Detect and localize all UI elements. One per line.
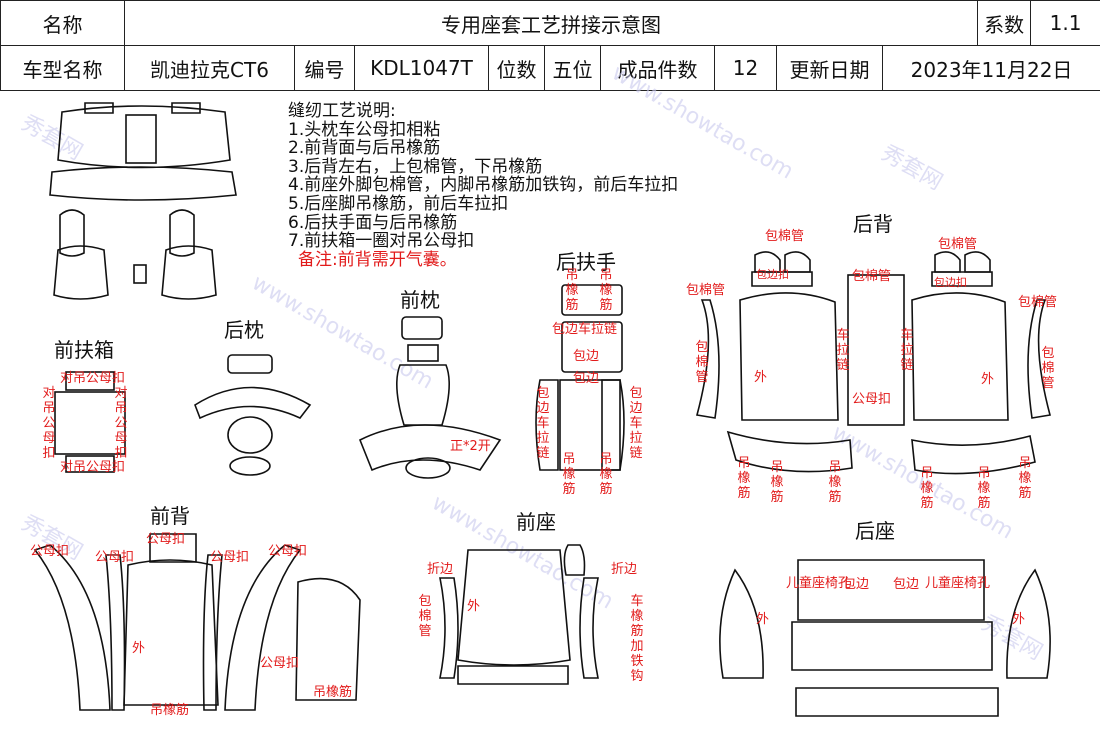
anno-bao-bian: 包边 [843,577,870,592]
doc-title: 专用座套工艺拼接示意图 [123,0,979,46]
anno-gong-mu-kou: 公母扣 [260,656,300,671]
anno-diao-xiang-jin: 吊橡筋 [770,460,784,505]
anno-bao-mian-guan: 包棉管 [765,229,805,244]
anno-dui-diao-left: 对吊公母扣 [42,386,56,461]
note-item: 4.前座外脚包棉管，内脚吊橡筋加铁钩，前后车拉扣 [288,175,679,196]
name-label: 名称 [0,0,125,46]
anno-gong-mu-kou: 公母扣 [852,392,892,407]
anno-diao-xiang-jin: 吊橡筋 [737,456,751,501]
anno-diao-xiang-jin: 吊橡筋 [920,466,934,511]
anno-dui-diao-bottom: 对吊公母扣 [60,460,126,475]
anno-bao-bian: 包边 [573,349,600,364]
anno-bao-bian-che-la-lian: 包边车拉链 [552,322,618,337]
seats-label: 位数 [488,45,545,91]
anno-dui-diao-right: 对吊公母扣 [114,386,128,461]
anno-wai: 外 [467,599,481,614]
title-rear-headrest: 后枕 [224,318,264,342]
anno-zheng2kai: 正*2开 [450,439,491,454]
anno-bao-bian-che-la-lian: 包边车拉链 [629,386,643,461]
anno-bao-mian-guan: 包棉管 [686,283,726,298]
anno-zhe-bian: 折边 [611,562,638,577]
note-item: 5.后座脚吊橡筋，前后车拉扣 [288,193,509,214]
anno-gong-mu-kou: 公母扣 [268,544,308,559]
front-armbox-drawing [54,371,126,473]
anno-diao-xiang-jin: 吊橡筋 [599,268,613,313]
sewing-notes: 缝纫工艺说明: 1.头枕车公母扣相粘 2.前背面与后吊橡筋 3.后背左右，上包棉… [288,102,678,269]
pieces-label: 成品件数 [600,45,715,91]
anno-bao-bian-che-la-lian: 包边车拉链 [536,386,550,461]
anno-diao-xiang-jin: 吊橡筋 [977,466,991,511]
anno-gong-mu-kou: 公母扣 [95,550,135,565]
rear-back-drawing [696,251,1051,475]
header-table: 名称 专用座套工艺拼接示意图 系数 1.1 车型名称 凯迪拉克CT6 编号 KD… [0,0,1100,91]
anno-er-tong-zuo-yi-kong: 儿童座椅孔 [925,576,991,591]
anno-bao-mian-guan: 包棉管 [938,237,978,252]
anno-bao-bian-kou: 包边扣 [756,268,789,281]
anno-diao-xiang-jin: 吊橡筋 [313,685,353,700]
rear-armrest-drawing [535,284,625,471]
anno-bao-bian: 包边 [893,577,920,592]
coef-label: 系数 [977,0,1032,46]
notes-remark: 备注:前背需开气囊。 [298,249,457,270]
note-item: 6.后扶手面与后吊橡筋 [288,212,458,233]
title-front-back: 前背 [150,504,190,528]
rear-seat-drawing [719,559,1051,717]
anno-diao-xiang-jin: 吊橡筋 [1018,456,1032,501]
anno-gong-mu-kou: 公母扣 [30,544,70,559]
front-seat-drawing [439,544,599,685]
anno-bao-mian-guan: 包棉管 [852,269,892,284]
rear-headrest-drawing [194,354,312,476]
anno-bao-mian-guan: 包棉管 [1041,346,1055,391]
note-item: 2.前背面与后吊橡筋 [288,138,441,159]
anno-gong-mu-kou: 公母扣 [146,532,186,547]
title-front-armbox: 前扶箱 [54,338,114,362]
front-headrest-drawing [358,316,502,479]
note-item: 7.前扶箱一圈对吊公母扣 [288,231,475,252]
front-back-drawing [33,533,361,711]
title-rear-armrest: 后扶手 [556,250,616,274]
anno-zhe-bian: 折边 [427,562,454,577]
anno-gong-mu-kou: 公母扣 [210,550,250,565]
anno-bao-mian-guan: 包棉管 [1018,295,1058,310]
title-front-seat: 前座 [516,510,556,534]
anno-diao-xiang-jin: 吊橡筋 [565,268,579,313]
date-value: 2023年11月22日 [881,45,1100,91]
model-value: 凯迪拉克CT6 [124,45,295,91]
seat-overview-drawing [49,102,237,300]
title-rear-seat: 后座 [855,519,895,543]
anno-wai: 外 [1012,612,1026,627]
anno-wai: 外 [756,612,770,627]
code-value: KDL1047T [354,45,489,91]
anno-che-xiang-jin-jia-tie-gou: 车橡筋加铁钩 [630,594,644,684]
anno-bao-mian-guan: 包棉管 [418,594,432,639]
code-label: 编号 [294,45,355,91]
model-label: 车型名称 [0,45,125,91]
seats-value: 五位 [544,45,601,91]
anno-wai: 外 [981,372,995,387]
anno-diao-xiang-jin: 吊橡筋 [150,703,190,718]
anno-bao-bian: 包边 [573,371,600,386]
title-rear-back: 后背 [853,212,893,236]
anno-che-la-lian: 车拉链 [900,328,914,373]
anno-dui-diao-top: 对吊公母扣 [60,371,126,386]
anno-bao-mian-guan: 包棉管 [695,340,709,385]
anno-wai: 外 [754,370,768,385]
anno-diao-xiang-jin: 吊橡筋 [562,452,576,497]
anno-che-la-lian: 车拉链 [836,328,850,373]
notes-heading: 缝纫工艺说明: [288,101,396,121]
anno-bao-bian-kou: 包边扣 [934,276,967,289]
note-item: 3.后背左右，上包棉管，下吊橡筋 [288,156,543,177]
note-item: 1.头枕车公母扣相粘 [288,119,441,140]
title-front-headrest: 前枕 [400,288,440,312]
anno-wai: 外 [132,641,146,656]
anno-diao-xiang-jin: 吊橡筋 [828,460,842,505]
pieces-value: 12 [714,45,777,91]
anno-diao-xiang-jin: 吊橡筋 [599,452,613,497]
anno-er-tong-zuo-yi-kong: 儿童座椅孔 [786,576,852,591]
date-label: 更新日期 [776,45,883,91]
